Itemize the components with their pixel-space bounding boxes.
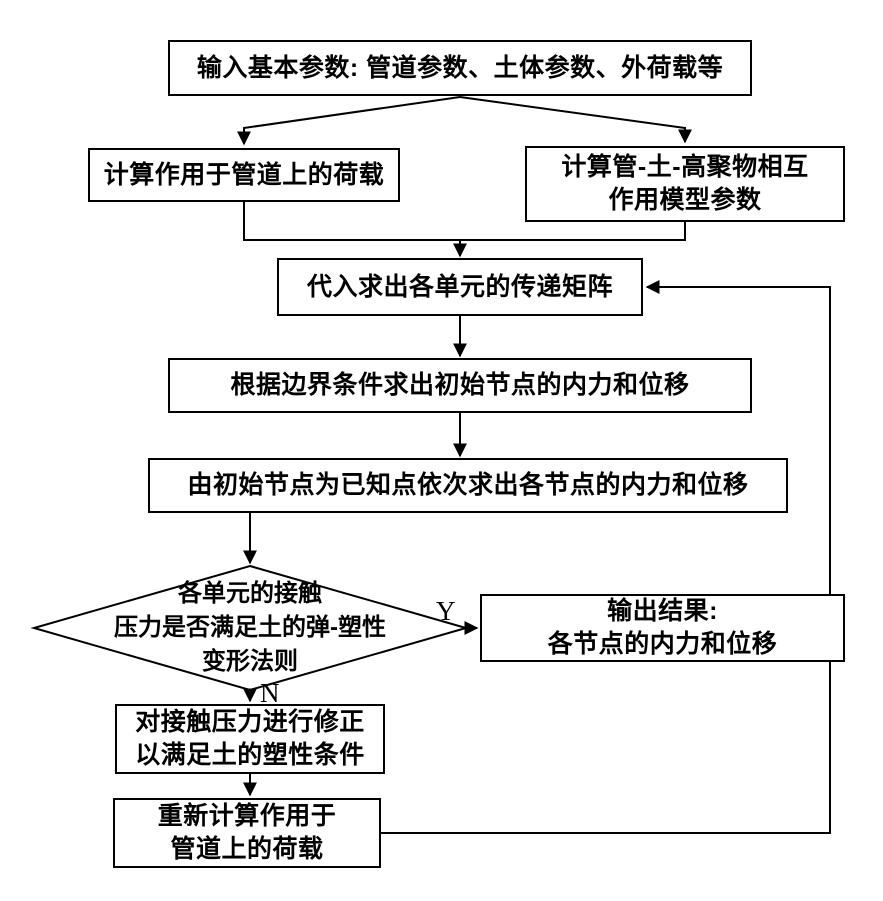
edge-input-to-calc-load: [237, 96, 461, 146]
flowchart-box-calc-interaction-model: 计算管-土-高聚物相互 作用模型参数: [525, 146, 845, 222]
decision-label-line: 各单元的接触: [178, 580, 322, 607]
box-label: 代入求出各单元的传递矩阵: [306, 272, 613, 301]
box-label-line: 计算管-土-高聚物相互: [561, 153, 809, 181]
box-label: 输入基本参数: 管道参数、土体参数、外荷载等: [196, 53, 724, 82]
edge-merge-line: [243, 202, 686, 241]
box-label-line: 输出结果:: [607, 597, 718, 625]
box-label: 由初始节点为已知点依次求出各节点的内力和位移: [187, 471, 749, 499]
edge-feedback-loop: [381, 280, 831, 834]
flowchart-box-transfer-matrix: 代入求出各单元的传递矩阵: [277, 258, 643, 316]
decision-label-line: 压力是否满足土的弹-塑性: [114, 614, 386, 641]
decision-contact-pressure-text: 各单元的接触 压力是否满足土的弹-塑性 变形法则: [34, 577, 466, 679]
box-label-line: 重新计算作用于: [157, 802, 337, 830]
flowchart-box-successive-nodes-solve: 由初始节点为已知点依次求出各节点的内力和位移: [148, 458, 788, 513]
box-label-line: 对接触压力进行修正: [135, 708, 365, 736]
flowchart-box-correct-contact-pressure: 对接触压力进行修正 以满足土的塑性条件: [115, 704, 385, 774]
box-label-line: 管道上的荷载: [170, 835, 324, 863]
flowchart-box-recalculate-load: 重新计算作用于 管道上的荷载: [113, 798, 381, 868]
box-label-line: 以满足土的塑性条件: [135, 741, 365, 769]
edge-input-to-calc-model: [459, 96, 692, 144]
box-label-line: 各节点的内力和位移: [547, 630, 778, 658]
box-label-line: 作用模型参数: [608, 186, 762, 214]
flowchart-box-calc-pipe-load: 计算作用于管道上的荷载: [88, 148, 400, 202]
edge-label-no: N: [260, 678, 280, 708]
box-label: 根据边界条件求出初始节点的内力和位移: [230, 371, 690, 399]
flowchart-box-initial-node-solve: 根据边界条件求出初始节点的内力和位移: [168, 358, 752, 413]
box-label: 计算作用于管道上的荷载: [103, 160, 385, 189]
decision-label-line: 变形法则: [202, 648, 298, 675]
edge-label-yes: Y: [436, 596, 456, 626]
flowchart-box-output-result: 输出结果: 各节点的内力和位移: [480, 594, 845, 662]
flowchart-box-input-params: 输入基本参数: 管道参数、土体参数、外荷载等: [168, 40, 752, 96]
